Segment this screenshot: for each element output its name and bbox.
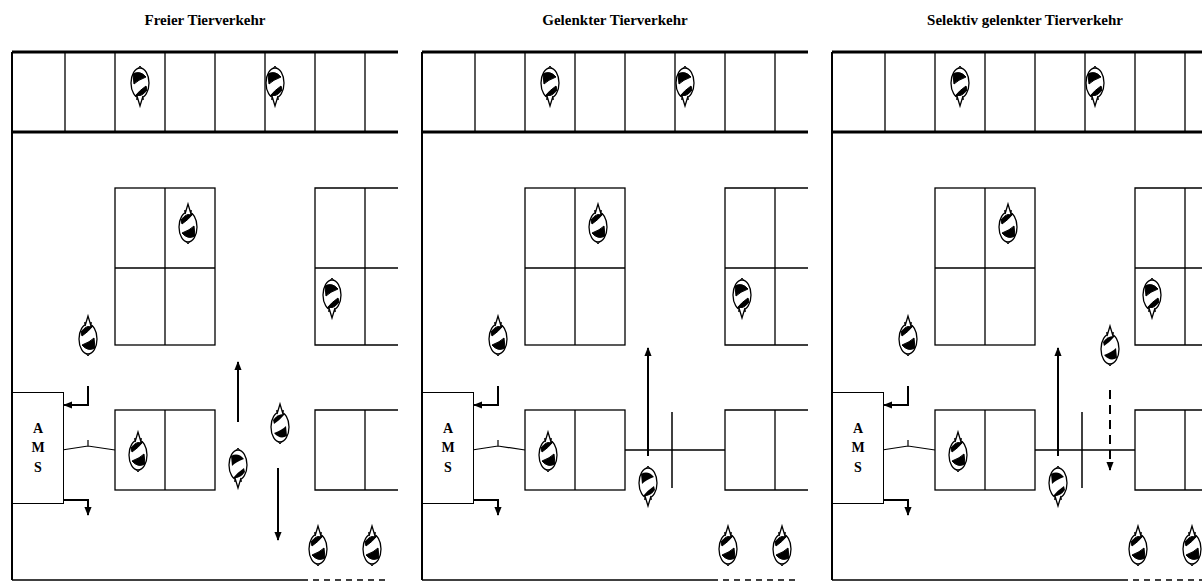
panel-title: Gelenkter Tierverkehr xyxy=(542,12,687,29)
panel-title: Freier Tierverkehr xyxy=(145,12,266,29)
box-label: A M S xyxy=(441,419,455,478)
box-label: A M S xyxy=(31,419,45,478)
milking-robot-box: A M S xyxy=(832,392,884,504)
box-label: A M S xyxy=(851,419,865,478)
milking-robot-box: A M S xyxy=(12,392,64,504)
milking-robot-box: A M S xyxy=(422,392,474,504)
panel-title: Selektiv gelenkter Tierverkehr xyxy=(927,12,1123,29)
